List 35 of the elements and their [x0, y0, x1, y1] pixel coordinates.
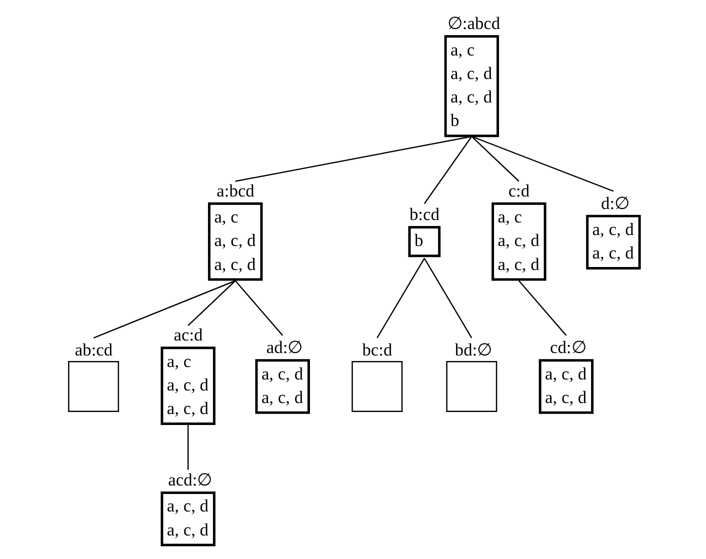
node-label: ac:d: [173, 324, 202, 345]
connector: [470, 136, 614, 192]
node-label: a:bcd: [216, 180, 254, 200]
connector: [186, 425, 188, 470]
node-label: acd:∅: [168, 470, 212, 490]
connector: [234, 136, 472, 182]
node-box: a, c, d a, c, d: [254, 359, 310, 414]
node-box: [351, 360, 402, 412]
node-label: d:∅: [600, 192, 630, 213]
node-box: a, c a, c, d a, c, d: [207, 202, 262, 281]
node-box: a, c, d a, c, d: [160, 492, 215, 546]
node-label: bc:d: [362, 340, 392, 360]
node-box: a, c a, c, d a, c, d b: [444, 35, 499, 138]
connector: [423, 258, 472, 338]
connector: [234, 280, 283, 336]
node-box: [68, 360, 119, 412]
node-label: c:d: [508, 180, 530, 200]
connector: [376, 258, 424, 338]
node-label: ∅:abcd: [446, 13, 500, 34]
node-box: b: [408, 226, 440, 258]
node-box: [446, 360, 497, 412]
connector: [518, 280, 566, 336]
node-box: a, c a, c, d a, c, d: [160, 346, 215, 426]
connector: [423, 136, 472, 204]
node-label: b:cd: [408, 204, 439, 224]
node-label: cd:∅: [550, 337, 586, 358]
connector: [92, 280, 236, 339]
connector: [470, 136, 519, 182]
node-label: ab:cd: [74, 340, 112, 360]
connector: [187, 280, 236, 326]
node-box: a, c, d a, c, d: [586, 214, 640, 270]
node-label: ad:∅: [266, 337, 302, 358]
node-box: a, c, d a, c, d: [538, 359, 594, 414]
node-box: a, c a, c, d a, c, d: [491, 202, 546, 281]
node-label: bd:∅: [454, 340, 492, 360]
